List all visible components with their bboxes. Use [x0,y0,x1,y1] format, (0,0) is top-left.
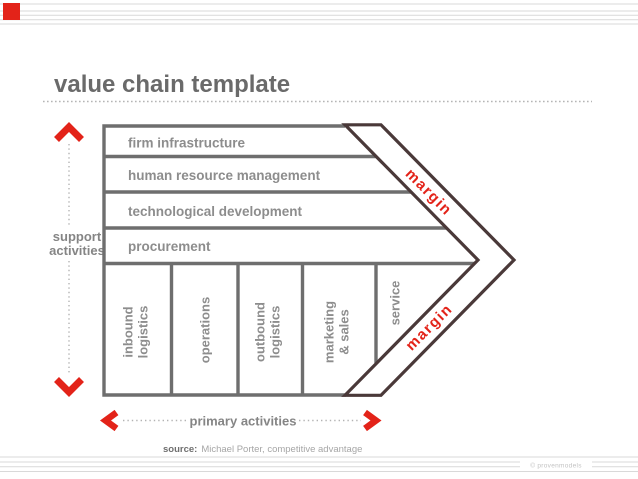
copyright-text: © provenmodels [530,462,582,470]
svg-text:logistics: logistics [136,306,151,359]
value-chain-grid [102,124,477,397]
source-label: source: [163,444,197,455]
primary-activity-label: inbound logistics [121,306,151,359]
copyright-backplate [520,460,592,470]
primary-axis: primary activities [99,409,382,432]
svg-text:operations: operations [198,297,213,363]
primary-activity-label: outbound logistics [253,302,283,362]
primary-activity-label: service [388,281,403,326]
arrow-down-icon [54,377,84,397]
svg-text:service: service [388,281,403,326]
source-text: Michael Porter, competitive advantage [201,444,362,455]
support-axis-label-line2: activities [49,243,105,258]
svg-text:inbound: inbound [121,306,136,357]
primary-activity-label: marketing & sales [322,301,352,363]
arrow-left-icon [99,409,119,432]
support-activity-label: human resource management [128,168,321,183]
support-activity-rows: firm infrastructure human resource manag… [128,136,321,255]
margin-ribbon [341,123,517,397]
red-corner-marker [3,3,20,20]
support-activity-label: procurement [128,239,211,254]
support-axis: support activities [49,122,105,397]
support-axis-label-line1: support [53,229,102,244]
source-line: source: Michael Porter, competitive advan… [163,444,362,455]
grid-outer-border [102,124,346,397]
support-activity-label: technological development [128,204,303,219]
svg-text:logistics: logistics [268,306,283,359]
primary-activity-label: operations [198,297,213,363]
svg-text:outbound: outbound [253,302,268,362]
svg-text:marketing: marketing [322,301,337,363]
primary-axis-label: primary activities [190,414,297,429]
arrow-right-icon [363,409,382,432]
primary-activity-columns: inbound logistics operations outbound lo… [121,281,403,364]
top-hairlines [0,3,638,25]
page-title: value chain template [54,71,290,98]
arrow-up-icon [54,122,84,142]
support-activity-label: firm infrastructure [128,136,246,151]
svg-text:& sales: & sales [337,309,352,355]
